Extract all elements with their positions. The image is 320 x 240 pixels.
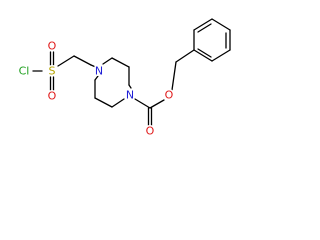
atom-labels: Cl S O O N N O O — [17, 38, 175, 139]
atom-n-left: N — [95, 65, 103, 78]
atom-s: S — [49, 65, 56, 78]
bond-ph-5 — [211, 49, 231, 62]
bond-ester-o-ch2 — [171, 61, 177, 91]
molecule-diagram: Cl S O O N N O O — [17, 18, 231, 139]
bond-n2-carbonyl — [134, 98, 151, 109]
bond-ph-2 — [193, 18, 213, 31]
bond-ph-inner-3 — [197, 48, 212, 58]
bonds — [32, 18, 231, 127]
bond-n1-ring-top — [102, 57, 113, 65]
bond-ring-top — [111, 57, 130, 68]
bond-ph-3 — [211, 18, 231, 31]
bond-c1-c2 — [73, 55, 92, 66]
atom-o-carbonyl: O — [146, 125, 155, 138]
bond-s-c1 — [57, 55, 75, 67]
bond-ring-n1-left — [94, 75, 99, 81]
bond-n2-ring-bottom — [111, 98, 125, 108]
atom-cl: Cl — [19, 65, 30, 78]
atom-o-sulfonyl-top: O — [48, 40, 57, 53]
atom-o-ester: O — [165, 89, 174, 102]
bond-c2-n1 — [90, 64, 99, 69]
bond-ring-n2-right — [128, 84, 132, 89]
bond-ch2-phenyl — [175, 49, 195, 63]
atom-n-right: N — [126, 89, 134, 102]
bond-ring-bottom — [94, 97, 113, 108]
atom-o-sulfonyl-bottom: O — [48, 90, 57, 103]
bond-ph-6 — [193, 49, 213, 62]
structure-canvas: Cl S O O N N O O — [0, 0, 256, 144]
bond-ph-inner-1 — [197, 23, 212, 33]
bond-carbonyl-ester-o — [149, 99, 165, 109]
